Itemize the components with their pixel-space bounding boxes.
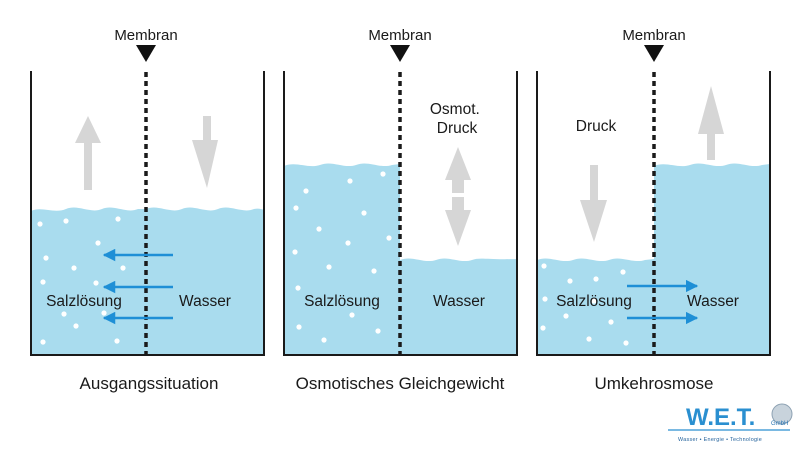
water-label: Wasser	[179, 293, 231, 310]
osmotic-pressure-label: Osmot. Druck	[430, 101, 484, 137]
membrane-label: Membran	[368, 27, 431, 44]
flow-arrows-left	[102, 248, 173, 325]
osmotic-pressure-line1: Osmot.	[430, 101, 480, 118]
water-left	[537, 258, 654, 355]
panel-caption: Osmotisches Gleichgewicht	[296, 374, 505, 393]
osmotic-pressure-line2: Druck	[437, 120, 478, 137]
water-right	[400, 258, 517, 355]
logo-name: W.E.T.	[686, 404, 755, 431]
water-label: Wasser	[687, 293, 739, 310]
membrane-marker-icon	[136, 45, 156, 62]
panel-caption: Ausgangssituation	[80, 374, 219, 393]
company-logo: W.E.T. GmbH Wasser • Energie • Technolog…	[668, 403, 793, 443]
membrane-marker-icon	[390, 45, 410, 62]
panel-osmotisches-gleichgewicht: Membran Osmot. Druck Salzlösung Wasser O…	[283, 27, 518, 393]
logo-suffix: GmbH	[771, 421, 788, 427]
globe-icon	[771, 403, 793, 425]
membrane-label: Membran	[114, 27, 177, 44]
membrane-marker-icon	[644, 45, 664, 62]
double-arrow-icon	[445, 147, 471, 246]
salt-particles	[37, 216, 126, 345]
membrane-label: Membran	[622, 27, 685, 44]
logo-tagline: Wasser • Energie • Technologie	[678, 437, 762, 443]
arrow-up-icon	[698, 86, 724, 160]
water-left	[31, 207, 146, 355]
salt-solution-label: Salzlösung	[556, 293, 632, 310]
salt-particles	[540, 263, 629, 346]
salt-solution-label: Salzlösung	[304, 293, 380, 310]
water-right	[146, 207, 264, 355]
water-left	[284, 163, 400, 355]
panel-ausgangssituation: Membran Salzlösung Wasser Ausgangssituat…	[30, 27, 265, 393]
salt-solution-label: Salzlösung	[46, 293, 122, 310]
pressure-label: Druck	[576, 118, 617, 135]
water-label: Wasser	[433, 293, 485, 310]
water-right	[654, 163, 770, 355]
panel-caption: Umkehrosmose	[594, 374, 713, 393]
arrow-down-icon	[580, 165, 607, 242]
panel-umkehrosmose: Membran Druck Salzlösung Wasser Umkehros…	[536, 27, 771, 393]
salt-particles	[292, 171, 392, 343]
arrow-up-icon	[75, 116, 101, 190]
flow-arrows-right	[627, 279, 699, 325]
arrow-down-icon	[192, 116, 218, 188]
